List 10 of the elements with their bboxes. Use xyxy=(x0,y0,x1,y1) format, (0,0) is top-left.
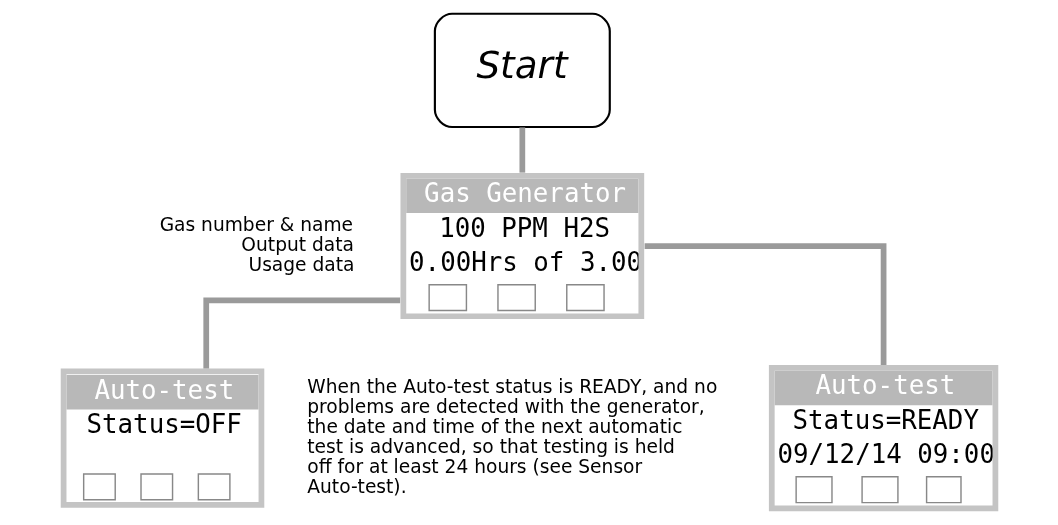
node-box: Auto-test Status=READY 09/12/14 09:00 xyxy=(768,365,998,512)
label: Gas number & name xyxy=(159,213,353,235)
node-box: Gas Generator 100 PPM H2S 0.00Hrs of 3.00 xyxy=(400,172,644,320)
connector xyxy=(518,127,525,173)
node-box: Start xyxy=(433,12,611,129)
label: When the Auto-test status is READY, and no problems are detected with the generator, the date and time of the next automatic test is advanced, so that testing is held off for at least 24 hours (see Sensor Auto-test). xyxy=(306,375,717,498)
label: Output data xyxy=(240,233,354,255)
node-box: Auto-test Status=OFF xyxy=(60,368,264,508)
connector xyxy=(202,297,400,369)
connector xyxy=(644,243,886,365)
